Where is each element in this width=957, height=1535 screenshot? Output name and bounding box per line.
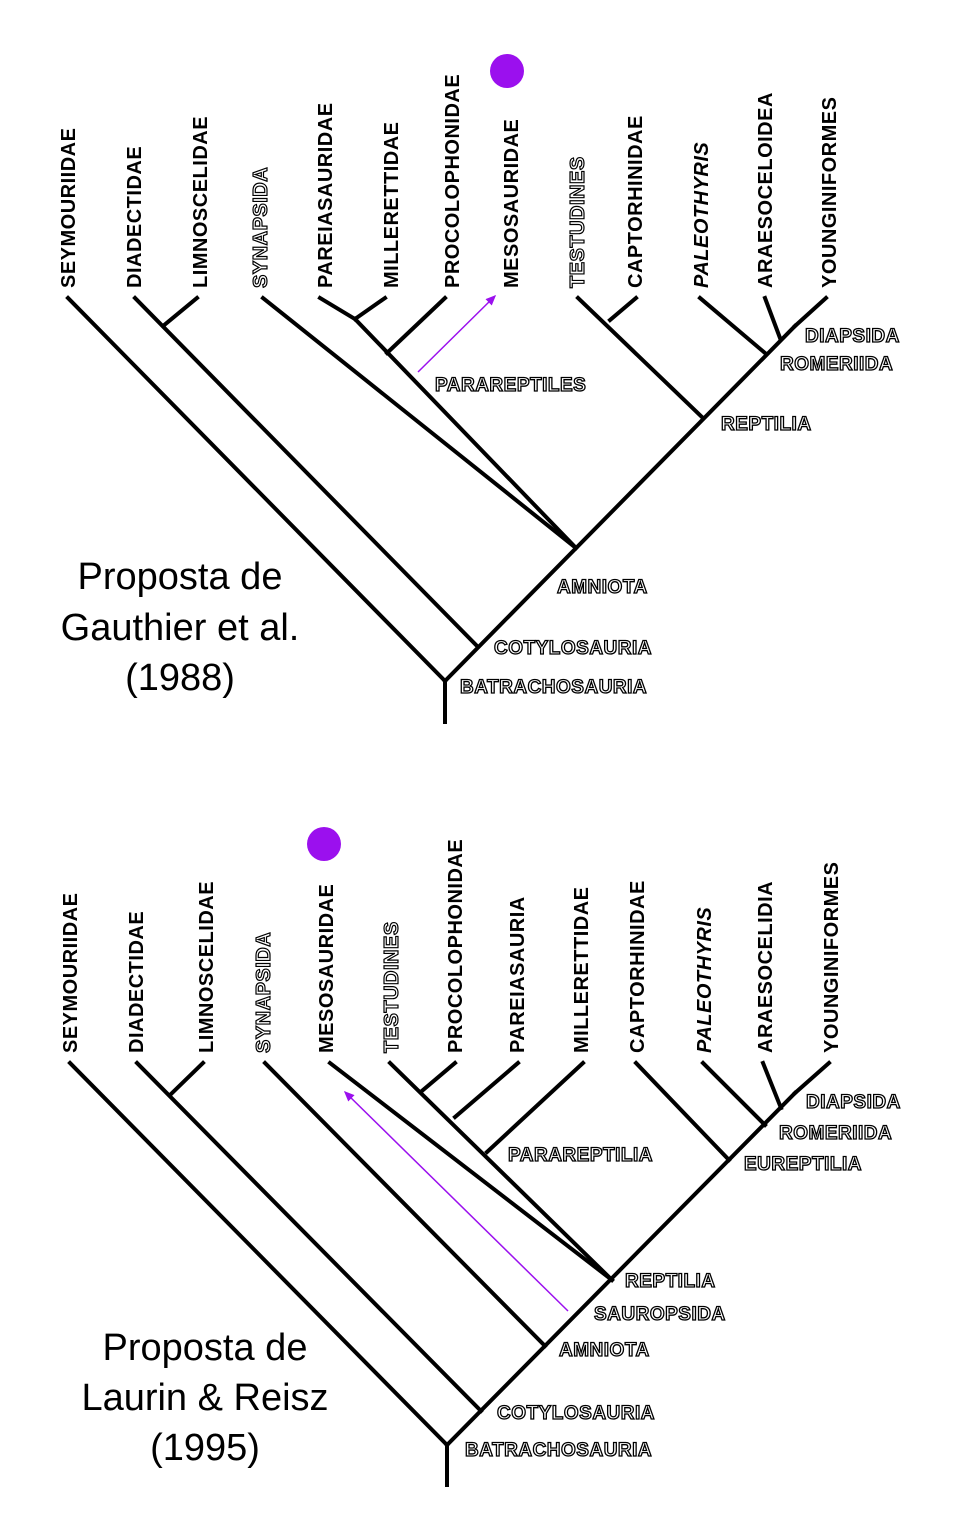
taxon-label: PAREIASAURIDAE [315, 102, 337, 288]
node-label: COTYLOSAURIA [497, 1403, 655, 1424]
taxon-label: DIADECTIDAE [124, 146, 146, 288]
taxon-label: LIMNOSCELIDAE [196, 881, 218, 1053]
node-label: EUREPTILIA [744, 1154, 862, 1175]
node-label: ROMERIIDA [780, 354, 893, 375]
taxon-label: TESTUDINES [567, 156, 589, 288]
taxon-label: TESTUDINES [381, 921, 403, 1053]
taxon-label: MESOSAURIDAE [501, 119, 523, 288]
node-label: REPTILIA [625, 1271, 716, 1292]
tree-caption: Proposta de [78, 556, 283, 598]
taxon-label: DIADECTIDAE [126, 911, 148, 1053]
node-label: BATRACHOSAURIA [465, 1440, 652, 1461]
taxon-label: YOUNGINIFORMES [819, 97, 841, 288]
node-label: PARAREPTILIA [508, 1145, 653, 1166]
node-label: AMNIOTA [557, 577, 648, 598]
taxon-label: MESOSAURIDAE [316, 884, 338, 1053]
taxon-label: ARAESOCELIDIA [755, 881, 777, 1053]
taxon-label: PROCOLOPHONIDAE [445, 839, 467, 1053]
taxon-label: SYNAPSIDA [250, 167, 272, 288]
tree-caption: Proposta de [103, 1327, 308, 1369]
taxon-label: PALEOTHYRIS [694, 907, 716, 1053]
mesosaur-highlight-dot [307, 827, 341, 861]
taxon-label: SYNAPSIDA [253, 932, 275, 1053]
node-label: PARAREPTILES [435, 375, 586, 396]
taxon-label: PALEOTHYRIS [691, 142, 713, 288]
node-label: DIAPSIDA [805, 326, 900, 347]
node-label: ROMERIIDA [779, 1123, 892, 1144]
mesosaur-arrow [343, 1090, 569, 1312]
taxon-label: LIMNOSCELIDAE [190, 116, 212, 288]
taxon-label: PROCOLOPHONIDAE [442, 74, 464, 288]
taxon-label: CAPTORHINIDAE [627, 880, 649, 1053]
tree-caption: (1995) [150, 1427, 260, 1469]
cladogram-gauthier: SEYMOURIIDAE DIADECTIDAE LIMNOSCELIDAE S… [58, 54, 900, 724]
node-label: BATRACHOSAURIA [460, 677, 647, 698]
tree-branches [67, 1060, 832, 1487]
node-label: AMNIOTA [559, 1340, 650, 1361]
taxon-label: CAPTORHINIDAE [625, 115, 647, 288]
node-label: DIAPSIDA [806, 1092, 901, 1113]
taxon-label: YOUNGINIFORMES [821, 862, 843, 1053]
tree-branches [65, 295, 829, 724]
cladogram-laurin-reisz: SEYMOURIIDAE DIADECTIDAE LIMNOSCELIDAE S… [60, 827, 901, 1487]
tree-caption: Gauthier et al. [61, 607, 300, 649]
node-label: REPTILIA [721, 414, 812, 435]
node-label: COTYLOSAURIA [494, 638, 652, 659]
taxon-label: MILLERETTIDAE [571, 887, 593, 1054]
mesosaur-highlight-dot [490, 54, 524, 88]
mesosaur-arrow [417, 294, 497, 373]
taxon-label: MILLERETTIDAE [381, 122, 403, 289]
node-label: SAUROPSIDA [594, 1304, 726, 1325]
taxon-label: SEYMOURIIDAE [58, 128, 80, 288]
taxon-label: PAREIASAURIA [507, 896, 529, 1053]
taxon-label: ARAESOCELOIDEA [755, 92, 777, 288]
tree-caption: (1988) [125, 657, 235, 699]
tree-caption: Laurin & Reisz [81, 1377, 328, 1419]
taxon-label: SEYMOURIIDAE [60, 893, 82, 1053]
